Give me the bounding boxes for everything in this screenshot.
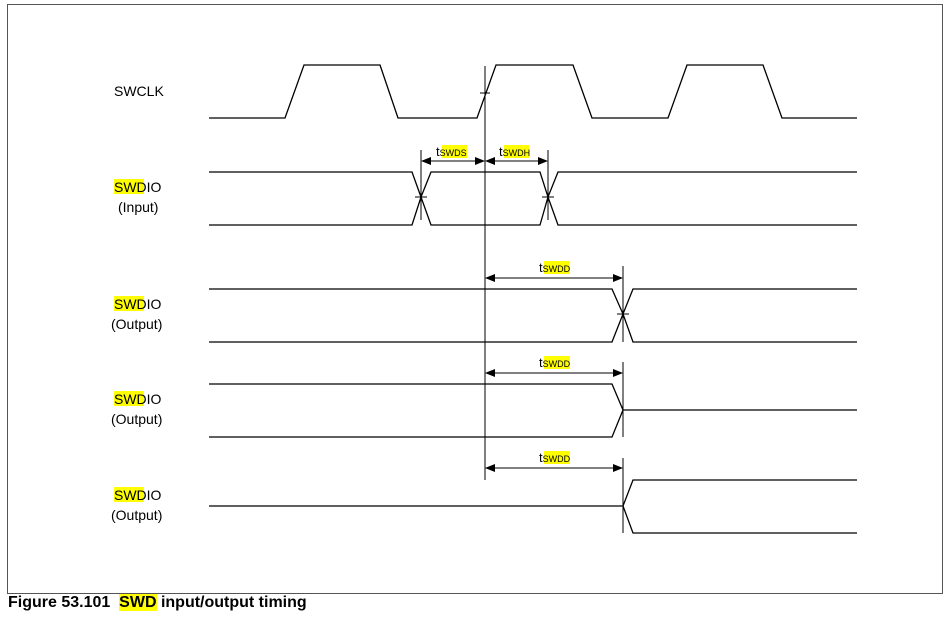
figure-number: Figure 53.101 <box>8 594 111 611</box>
tswdd-highlight-1 <box>544 261 570 274</box>
tswdh-label: tSWDH <box>499 144 530 159</box>
swdio-input-label: SWDIO <box>114 179 162 195</box>
swdio-output2-waveform <box>209 383 857 411</box>
swdio-output2-label-highlight <box>114 391 144 406</box>
swdio-input-waveform-top <box>209 171 857 199</box>
swdio-output1-sublabel: (Output) <box>111 316 162 332</box>
swdio-output2-label: SWDIO <box>114 391 162 407</box>
figure-caption: Figure 53.101 SWD input/output timing <box>8 594 307 612</box>
tswds-highlight <box>442 145 467 158</box>
swdio-output1-waveform-bottom <box>209 312 857 343</box>
diagram-border <box>7 4 943 594</box>
tswdd-highlight-3 <box>544 451 570 464</box>
tswdd-label-1: tSWDD <box>539 260 571 275</box>
tswds-label: tSWDS <box>436 144 467 159</box>
tswdd-highlight-2 <box>544 356 570 369</box>
swdio-output3-label-highlight <box>114 487 144 502</box>
swdio-input-label-highlight <box>114 179 144 194</box>
swdio-output1-label-highlight <box>114 296 144 311</box>
tswdd-label-2: tSWDD <box>539 355 571 370</box>
swdio-output3-waveform-top <box>209 479 857 507</box>
swdio-output3-waveform-bottom <box>622 505 857 534</box>
tswdh-highlight <box>504 145 529 158</box>
swdio-output1-label: SWDIO <box>114 296 162 312</box>
swdio-output3-sublabel: (Output) <box>111 507 162 523</box>
swdio-output1-waveform-top <box>209 288 857 316</box>
figure-caption-highlight: SWD <box>119 594 157 611</box>
figure-caption-text: input/output timing <box>156 594 307 611</box>
swdio-output3-label: SWDIO <box>114 487 162 503</box>
swdio-output2-sublabel: (Output) <box>111 411 162 427</box>
swdio-input-sublabel: (Input) <box>118 199 158 215</box>
swclk-label: SWCLK <box>114 83 164 99</box>
swdio-input-waveform-bottom <box>209 194 857 226</box>
swclk-waveform <box>209 64 857 119</box>
tswdd-label-3: tSWDD <box>539 450 571 465</box>
swdio-output2-waveform-bottom <box>209 409 624 438</box>
